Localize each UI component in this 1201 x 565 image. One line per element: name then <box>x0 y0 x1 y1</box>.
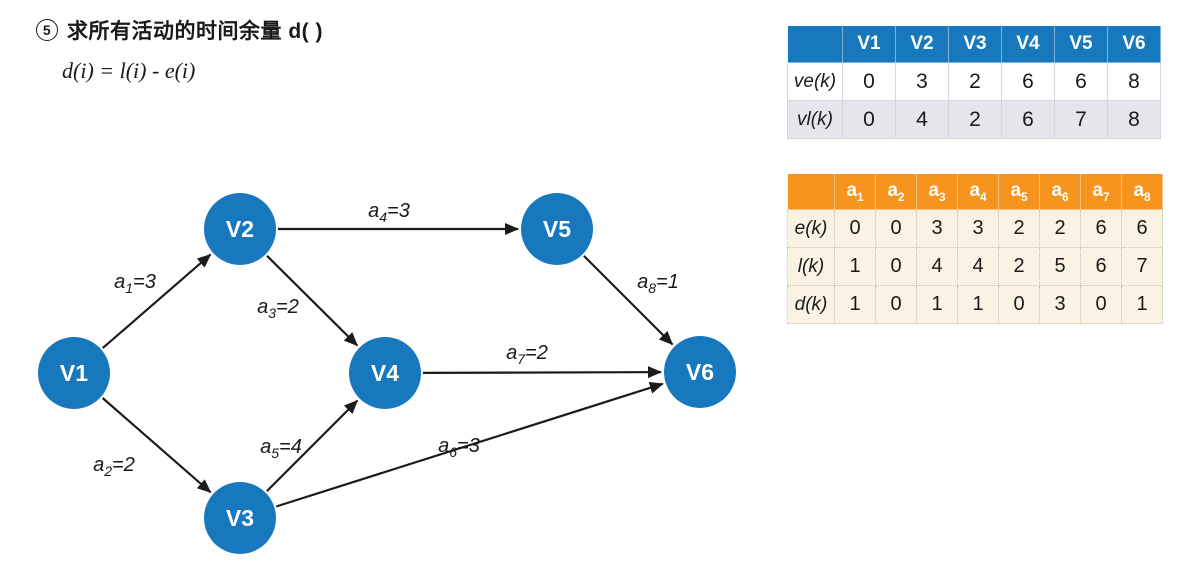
edge-a7 <box>422 366 662 379</box>
column-header: V1 <box>842 25 896 63</box>
edge-a8 <box>583 255 674 346</box>
value-cell: 2 <box>998 247 1040 286</box>
value-cell: 0 <box>998 285 1040 324</box>
edge-label-a6: a6=3 <box>438 435 480 460</box>
value-cell: 0 <box>842 100 896 139</box>
column-header: a8 <box>1121 173 1163 210</box>
value-cell: 6 <box>1080 209 1122 248</box>
value-cell: 7 <box>1121 247 1163 286</box>
edge-label-a5: a5=4 <box>260 436 302 461</box>
column-header: a6 <box>1039 173 1081 210</box>
value-cell: 1 <box>834 247 876 286</box>
row-label: vl(k) <box>787 100 843 139</box>
node-V3 <box>204 482 276 554</box>
row-label: d(k) <box>787 285 835 324</box>
column-header: V2 <box>895 25 949 63</box>
column-header: a5 <box>998 173 1040 210</box>
value-cell: 0 <box>842 62 896 101</box>
value-cell: 0 <box>875 285 917 324</box>
node-label-V5: V5 <box>543 216 571 242</box>
edge-label-a3: a3=2 <box>257 296 299 321</box>
value-cell: 0 <box>875 247 917 286</box>
value-cell: 0 <box>834 209 876 248</box>
edge-label-a7: a7=2 <box>506 342 548 367</box>
node-V4 <box>349 337 421 409</box>
column-header: a2 <box>875 173 917 210</box>
value-cell: 1 <box>834 285 876 324</box>
node-label-V4: V4 <box>371 360 399 386</box>
value-cell: 6 <box>1001 100 1055 139</box>
value-cell: 4 <box>916 247 958 286</box>
node-V5 <box>521 193 593 265</box>
value-cell: 1 <box>1121 285 1163 324</box>
value-cell: 4 <box>957 247 999 286</box>
page-title: 5 求所有活动的时间余量 d( ) <box>36 15 323 45</box>
corner-cell <box>787 25 843 63</box>
column-header: V4 <box>1001 25 1055 63</box>
value-cell: 6 <box>1001 62 1055 101</box>
value-cell: 4 <box>895 100 949 139</box>
value-cell: 2 <box>948 62 1002 101</box>
node-V2 <box>204 193 276 265</box>
step-number-badge: 5 <box>36 19 58 41</box>
column-header: V5 <box>1054 25 1108 63</box>
formula: d(i) = l(i) - e(i) <box>62 58 196 83</box>
value-cell: 2 <box>948 100 1002 139</box>
corner-cell <box>787 173 835 210</box>
row-label: ve(k) <box>787 62 843 101</box>
value-cell: 8 <box>1107 100 1161 139</box>
edge-a1 <box>101 253 212 349</box>
node-label-V3: V3 <box>226 505 254 531</box>
row-label: l(k) <box>787 247 835 286</box>
row-label: e(k) <box>787 209 835 248</box>
node-label-V1: V1 <box>60 360 88 386</box>
value-cell: 1 <box>957 285 999 324</box>
node-label-V6: V6 <box>686 359 714 385</box>
edge-a2 <box>101 397 212 494</box>
node-V1 <box>38 337 110 409</box>
value-cell: 3 <box>916 209 958 248</box>
edge-a5 <box>266 399 359 492</box>
edge-a6 <box>275 382 664 508</box>
value-cell: 3 <box>957 209 999 248</box>
edge-label-a4: a4=3 <box>368 200 410 225</box>
column-header: a4 <box>957 173 999 210</box>
value-cell: 1 <box>916 285 958 324</box>
column-header: a7 <box>1080 173 1122 210</box>
value-cell: 6 <box>1080 247 1122 286</box>
value-cell: 2 <box>998 209 1040 248</box>
value-cell: 3 <box>895 62 949 101</box>
edge-label-a2: a2=2 <box>93 454 135 479</box>
edge-label-a8: a8=1 <box>637 271 679 296</box>
edge-label-a1: a1=3 <box>114 271 156 296</box>
value-cell: 7 <box>1054 100 1108 139</box>
node-V6 <box>664 336 736 408</box>
title-text: 求所有活动的时间余量 d( ) <box>67 20 323 43</box>
value-cell: 3 <box>1039 285 1081 324</box>
value-cell: 6 <box>1054 62 1108 101</box>
value-cell: 8 <box>1107 62 1161 101</box>
edge-a3 <box>266 255 359 347</box>
value-cell: 0 <box>1080 285 1122 324</box>
node-label-V2: V2 <box>226 216 254 242</box>
value-cell: 6 <box>1121 209 1163 248</box>
column-header: V6 <box>1107 25 1161 63</box>
value-cell: 5 <box>1039 247 1081 286</box>
column-header: a1 <box>834 173 876 210</box>
value-cell: 2 <box>1039 209 1081 248</box>
value-cell: 0 <box>875 209 917 248</box>
column-header: V3 <box>948 25 1002 63</box>
column-header: a3 <box>916 173 958 210</box>
